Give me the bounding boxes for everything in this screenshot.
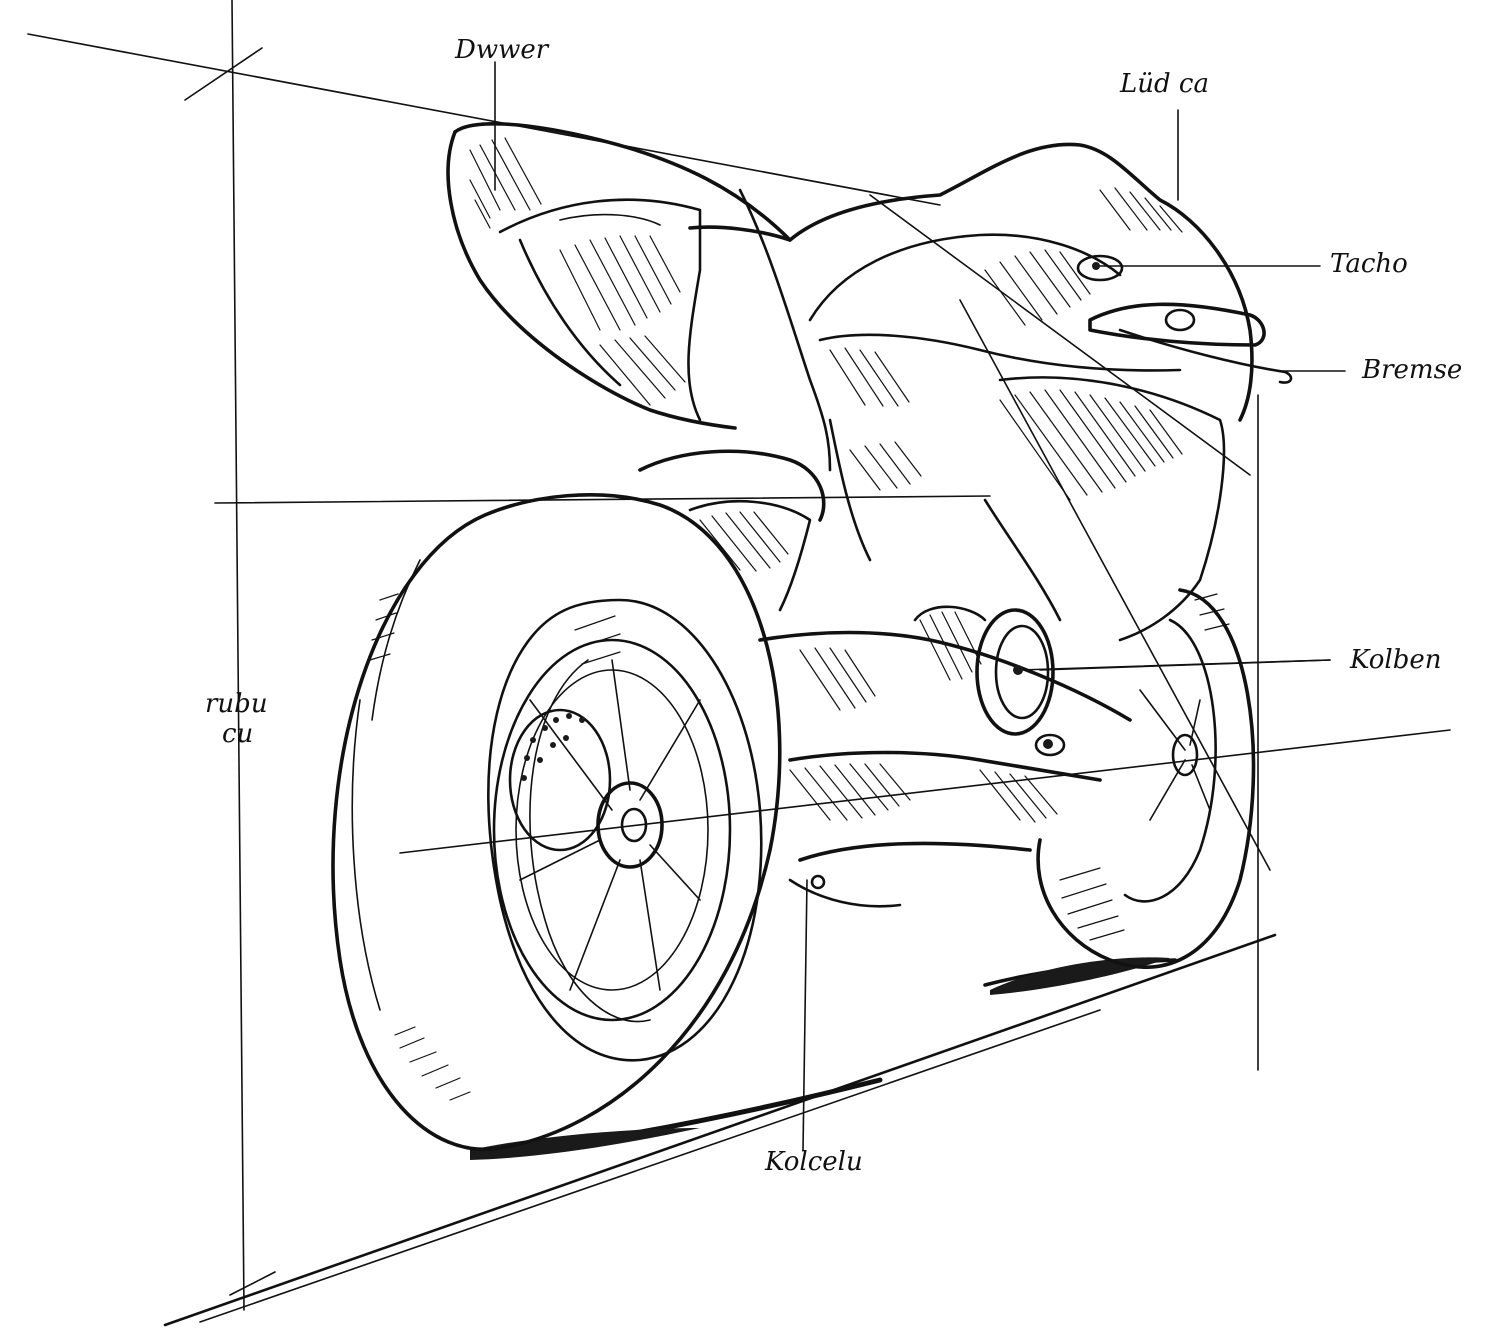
front-tyre: [1036, 588, 1256, 969]
label-brake: Bremse: [1361, 355, 1462, 385]
tail-fairing: [446, 122, 832, 472]
label-top-left: Dwwer: [454, 35, 550, 65]
brake-disc-holes: [521, 713, 585, 781]
main-fairing: [788, 142, 1254, 642]
ground-shadows: [470, 957, 1170, 1160]
label-tacho: Tacho: [1330, 249, 1408, 279]
label-kolben: Kolben: [1349, 645, 1441, 675]
label-top-right: Lüd ca: [1119, 69, 1209, 99]
callout-lines: [869, 194, 1331, 871]
rear-tyre: [331, 493, 782, 1152]
construction-lines: [27, 0, 1451, 1311]
label-left-line2: cu: [222, 719, 253, 749]
ground-lines: [163, 933, 1277, 1327]
label-left-line1: rubu: [205, 689, 268, 719]
exhaust-canister: [913, 605, 1066, 757]
swingarm: [638, 441, 1132, 908]
annotation-labels: Dwwer Lüd ca Tacho Bremse Kolben rubu cu…: [205, 35, 1462, 1177]
tacho-and-handlebar: [1076, 254, 1293, 384]
label-bottom: Kolcelu: [764, 1147, 863, 1177]
rear-wheel-rim: [492, 638, 732, 1022]
